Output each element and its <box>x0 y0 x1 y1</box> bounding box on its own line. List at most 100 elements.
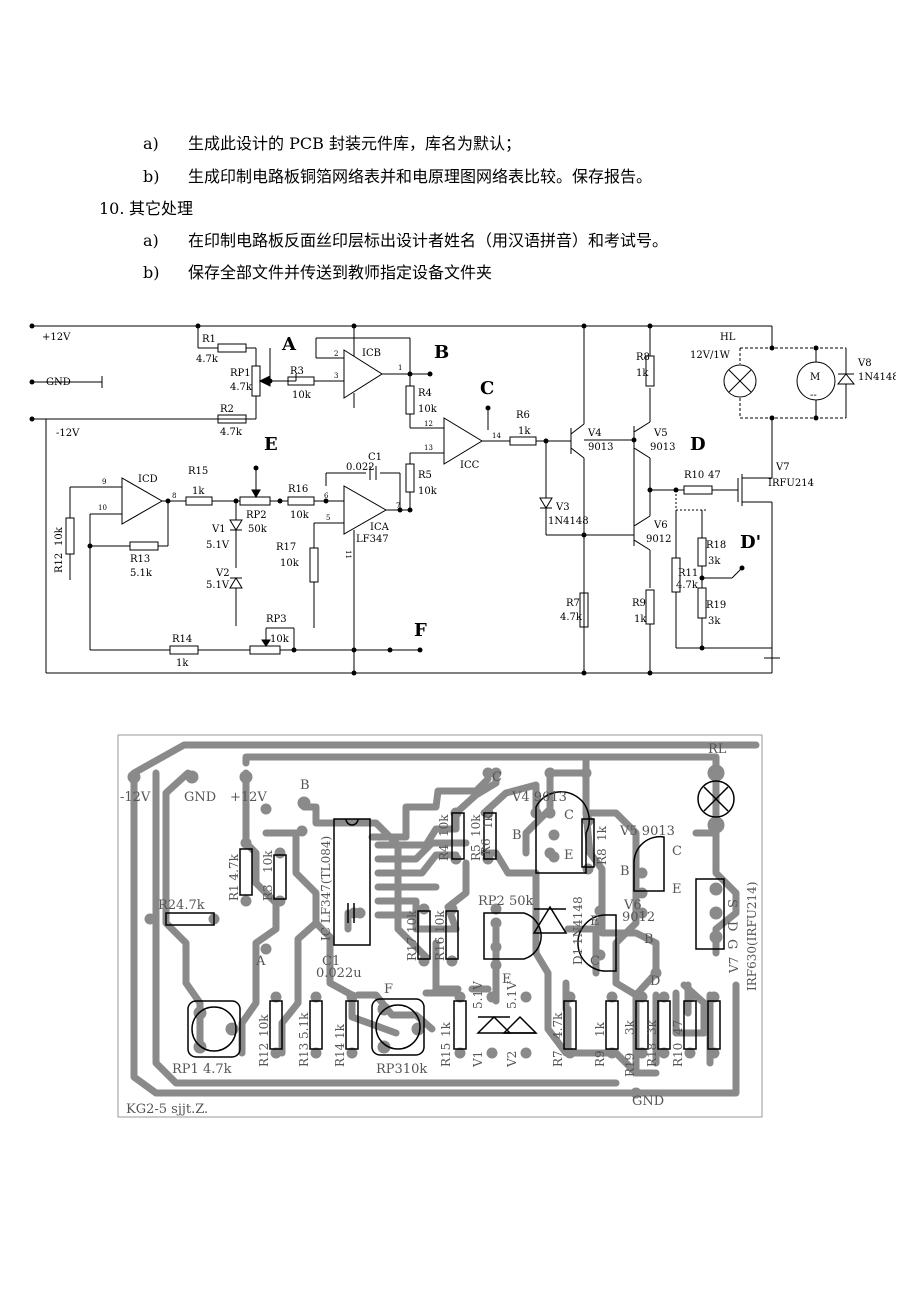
pin-13: 13 <box>424 444 433 452</box>
v3-val: 1N4148 <box>548 516 589 527</box>
list-marker: a) <box>143 134 159 153</box>
node-b: B <box>434 342 449 363</box>
r1-val: 4.7k <box>196 354 219 365</box>
r17-val: 10k <box>280 558 300 569</box>
pcb-d1: D1 <box>571 948 585 965</box>
pcb-r7v: 4.7k <box>551 1012 565 1039</box>
icd-ref: ICD <box>138 474 158 485</box>
r10-ref: R10 <box>684 470 704 481</box>
ica-ref: ICA <box>370 522 390 533</box>
r5-val: 10k <box>418 486 438 497</box>
pin-5: 5 <box>326 514 330 522</box>
pcb-f: F <box>384 982 393 997</box>
pcb-r14v: 1k <box>333 1023 347 1039</box>
pin-1: 1 <box>398 364 402 372</box>
pin-8: 8 <box>172 492 176 500</box>
pcb-r3: R3 <box>261 884 275 901</box>
pcb-e2: E <box>672 882 682 897</box>
pcb-r8: R8 <box>595 848 609 865</box>
pcb-b2: B <box>620 864 630 879</box>
pcb-r18v: 3k <box>645 1019 659 1035</box>
pcb-r12v: 10k <box>257 1014 271 1037</box>
c1-ref: C1 <box>368 452 382 463</box>
r17-ref: R17 <box>276 542 296 553</box>
node-c: C <box>480 378 494 399</box>
r13-ref: R13 <box>130 554 150 565</box>
r15-val: 1k <box>192 486 205 497</box>
pcb-r14: R14 <box>333 1042 347 1067</box>
rp2-val: 50k <box>248 524 268 535</box>
c1-val: 0.022 <box>346 462 375 473</box>
pin-11: 11 <box>344 550 352 559</box>
v7-ref: V7 <box>775 462 790 473</box>
r10-val: 47 <box>708 470 721 481</box>
pcb-r17v: 10k <box>405 910 419 933</box>
list-marker: b) <box>143 263 160 282</box>
icc-ref: ICC <box>460 460 480 471</box>
r1-ref: R1 <box>202 334 216 345</box>
circuit-schematic: +12V GND -12V R1 4.7k RP1 4.7k R2 4.7k R… <box>29 323 896 676</box>
pcb-a: A <box>255 954 266 969</box>
r16-ref: R16 <box>288 484 308 495</box>
node-d: D <box>690 434 706 455</box>
r6-val: 1k <box>518 426 531 437</box>
pcb-c1: C <box>564 808 574 823</box>
rp3-ref: RP3 <box>266 614 287 625</box>
list-text: 生成印制电路板铜箔网络表并和电原理图网络表比较。保存报告。 <box>188 167 653 186</box>
r3-ref: R3 <box>290 366 304 377</box>
pcb-d1v: 1N4148 <box>571 896 585 945</box>
pcb-v1v: 5.1V <box>471 981 485 1009</box>
r5-ref: R5 <box>418 470 432 481</box>
pcb-v2: V2 <box>505 1051 519 1068</box>
pcb-r15v: 1k <box>439 1021 453 1037</box>
v4-ref: V4 <box>587 428 602 439</box>
r8-val: 1k <box>636 368 649 379</box>
v8-val: 1N4148 <box>858 372 896 383</box>
pcb-rl: RL <box>708 742 727 757</box>
r16-val: 10k <box>290 510 310 521</box>
r13-val: 5.1k <box>130 568 153 579</box>
pcb-gnd: GND <box>184 790 216 805</box>
pcb-v1: V1 <box>471 1051 485 1068</box>
node-e: E <box>264 434 278 455</box>
r12-val: 10k <box>54 526 65 546</box>
pcb-r19: R19 <box>623 1053 637 1077</box>
pcb-r13v: 5.1k <box>297 1012 311 1039</box>
r2-ref: R2 <box>220 404 234 415</box>
hl-ref: HL <box>720 332 736 343</box>
pcb-pos12: +12V <box>230 790 267 805</box>
list-text: 保存全部文件并传送到教师指定设备文件夹 <box>188 263 493 282</box>
list-marker: a) <box>143 231 159 250</box>
r4-ref: R4 <box>418 388 432 399</box>
v7-val: IRFU214 <box>768 478 814 489</box>
pcb-r17: R17 <box>405 937 419 961</box>
pcb-c3: C <box>590 954 600 969</box>
pin-7: 7 <box>396 502 400 510</box>
pin-2: 2 <box>334 350 338 358</box>
pcb-v5: V5 9013 <box>619 824 675 839</box>
rp1-ref: RP1 <box>230 368 251 379</box>
pcb-rp2: RP2 50k <box>478 894 533 909</box>
r15-ref: R15 <box>188 466 208 477</box>
pcb-r9: R9 <box>593 1050 607 1067</box>
r7-val: 4.7k <box>560 612 583 623</box>
pcb-v7val: IRF630(IRFU214) <box>745 882 759 992</box>
r19-val: 3k <box>708 616 721 627</box>
pcb-r8v: 1k <box>595 825 609 841</box>
pcb-r10v: 47 <box>671 1020 685 1035</box>
pcb-b: B <box>300 778 310 793</box>
rail-pos-label: +12V <box>42 332 71 343</box>
r18-ref: R18 <box>706 540 726 551</box>
pcb-c2: C <box>672 844 682 859</box>
list-text: 生成此设计的 PCB 封装元件库，库名为默认； <box>188 134 521 153</box>
pin-6: 6 <box>324 492 329 500</box>
v6-val: 9012 <box>646 534 671 545</box>
rp2-ref: RP2 <box>246 510 267 521</box>
pcb-r13: R13 <box>297 1043 311 1067</box>
node-d-prime: D' <box>740 532 761 553</box>
r6-ref: R6 <box>516 410 530 421</box>
pcb-rp3: RP310k <box>376 1062 427 1077</box>
pin-14: 14 <box>492 432 501 440</box>
rail-neg-label: -12V <box>56 428 80 439</box>
pcb-dd: D <box>724 921 739 931</box>
